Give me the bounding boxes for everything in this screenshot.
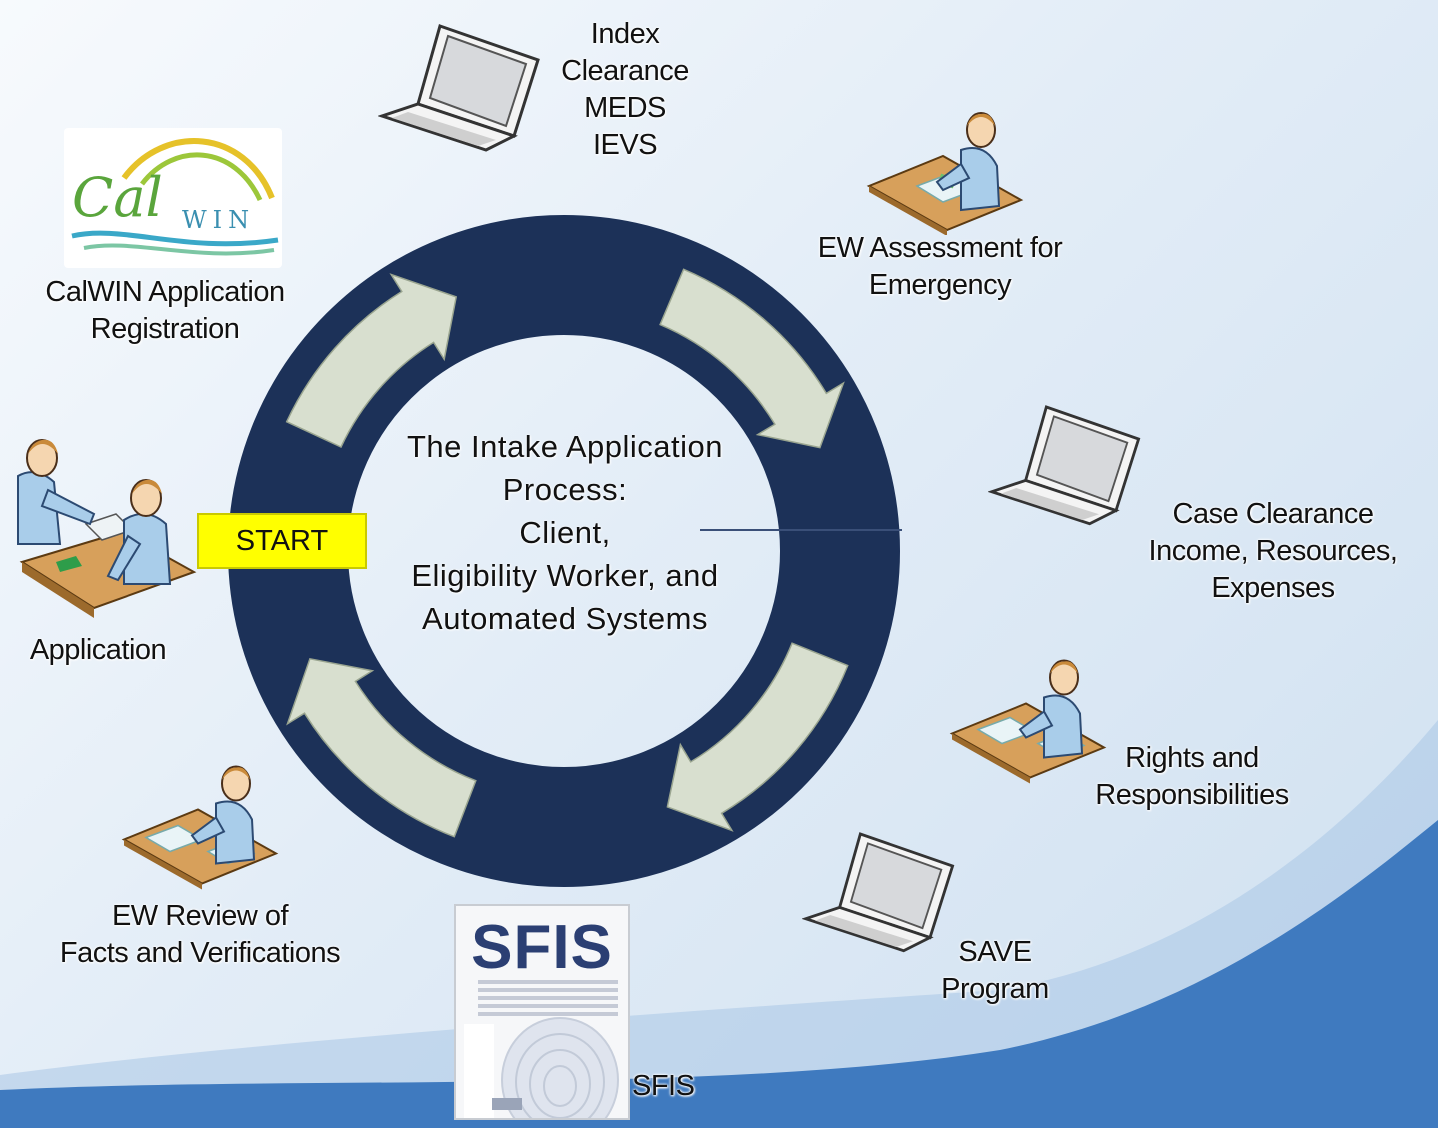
calwin-logo-cal: Cal [72,166,163,229]
label-line: Clearance [561,55,689,87]
client-and-worker-icon [17,439,197,618]
node-calwin-label: CalWIN Application Registration [10,274,320,348]
start-marker: START [197,513,367,569]
cycle-arrow-3 [666,642,849,832]
calwin-arc-icon [71,138,279,256]
calwin-logo: Cal WIN [64,128,282,268]
center-title-line: Automated Systems [422,601,708,636]
label-line: Registration [90,313,240,345]
sfis-logo-text: SFIS [471,913,613,982]
label-line: Emergency [868,269,1012,301]
worker-at-desk-icon [121,765,279,890]
label-line: CalWIN Application [45,276,285,308]
node-ew-review-label: EW Review of Facts and Verifications [20,898,380,972]
center-title-line: Client, [519,515,611,550]
node-case-clearance-label: Case Clearance Income, Resources, Expens… [1110,496,1436,607]
wave-light [0,720,1438,1128]
fingerprint-icon [464,980,619,1118]
cycle-arrow-2 [659,268,845,449]
laptop-icon [802,832,955,953]
label-line: Facts and Verifications [59,937,341,969]
worker-at-desk-icon [949,659,1107,784]
node-save-label: SAVE Program [910,934,1080,1008]
cycle-arrow-1 [285,273,458,448]
start-label: START [235,524,329,557]
label-line: EW Review of [111,900,289,932]
label-line: Income, Resources, [1148,535,1398,567]
label-line: Case Clearance [1172,498,1374,530]
cycle-arrow-4 [286,657,477,838]
center-title-line: Process: [502,472,628,507]
label-line: IEVS [592,129,658,161]
laptop-icon [988,405,1141,526]
label-line: Application [29,634,167,666]
label-line: MEDS [584,92,666,124]
node-rights-label: Rights and Responsibilities [1062,740,1322,814]
label-line: Index [590,18,660,50]
label-line: Program [941,973,1049,1005]
label-line: Expenses [1211,572,1335,604]
node-sfis-label: SFIS [632,1068,722,1105]
label-line: Rights and [1125,742,1259,774]
node-index-label: Index Clearance MEDS IEVS [510,16,740,164]
label-line: SAVE [958,936,1032,968]
center-title: The Intake Application Process: Client, … [360,425,770,640]
label-line: SFIS [632,1070,695,1102]
worker-at-desk-icon [866,112,1024,235]
sfis-logo: SFIS [454,904,630,1120]
laptop-icon [378,24,540,152]
calwin-logo-win: WIN [182,206,256,234]
center-title-line: Eligibility Worker, and [411,558,719,593]
node-application-label: Application [8,632,188,669]
wave-dark [0,820,1438,1128]
node-ew-assessment-label: EW Assessment for Emergency [770,230,1110,304]
label-line: Responsibilities [1095,779,1289,811]
center-title-line: The Intake Application [406,429,724,464]
label-line: EW Assessment for [817,232,1063,264]
